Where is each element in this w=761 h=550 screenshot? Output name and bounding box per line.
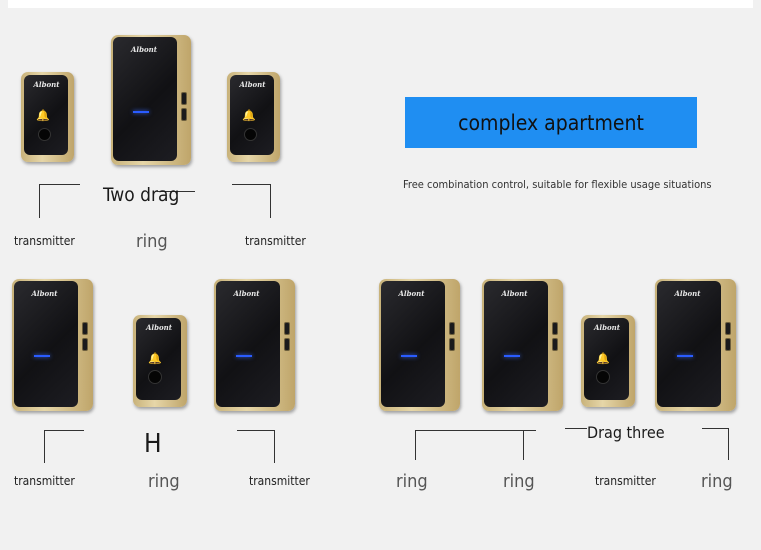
press-button: [244, 128, 257, 141]
receiver-device: Albont: [655, 279, 736, 411]
brand-logo: Albont: [594, 323, 620, 332]
receiver-device: Albont: [214, 279, 295, 411]
receiver-device: Albont: [111, 35, 191, 165]
brand-logo: Albont: [233, 289, 260, 298]
indicator-led: [677, 355, 693, 357]
bracket-line: [270, 184, 271, 218]
bell-icon: 🔔: [596, 352, 610, 365]
set-title: Drag three: [587, 423, 665, 442]
brand-logo: Albont: [674, 289, 701, 298]
indicator-led: [504, 355, 520, 357]
brand-logo: Albont: [239, 80, 266, 89]
bracket-line: [415, 430, 536, 431]
bracket-line: [44, 430, 84, 431]
bracket-line: [39, 184, 40, 218]
indicator-led: [236, 355, 252, 357]
side-buttons: [725, 322, 731, 354]
transmitter-device: Albont 🔔: [227, 72, 280, 162]
bell-icon: 🔔: [148, 352, 162, 365]
bracket-line: [158, 191, 195, 192]
banner-title: complex apartment: [458, 110, 644, 135]
transmitter-label: transmitter: [245, 234, 306, 248]
press-button: [38, 128, 51, 141]
banner-subtitle: Free combination control, suitable for f…: [403, 178, 712, 191]
brand-logo: Albont: [131, 45, 157, 54]
bell-icon: 🔔: [36, 109, 50, 122]
transmitter-label: transmitter: [595, 474, 656, 488]
bracket-line: [415, 430, 416, 460]
receiver-device: Albont: [482, 279, 563, 411]
bracket-line: [44, 430, 45, 463]
bracket-line: [728, 428, 729, 460]
brand-logo: Albont: [501, 289, 528, 298]
bell-icon: 🔔: [242, 109, 256, 122]
bracket-line: [523, 430, 524, 460]
bracket-line: [565, 428, 587, 429]
press-button: [596, 370, 610, 384]
transmitter-device: Albont 🔔: [581, 315, 635, 407]
transmitter-label: transmitter: [249, 474, 310, 488]
indicator-led: [133, 111, 149, 113]
bracket-line: [274, 430, 275, 463]
banner: complex apartment: [405, 97, 697, 148]
brand-logo: Albont: [31, 289, 58, 298]
transmitter-device: Albont 🔔: [21, 72, 74, 162]
bracket-line: [39, 184, 80, 185]
brand-logo: Albont: [398, 289, 425, 298]
transmitter-device: Albont 🔔: [133, 315, 187, 407]
side-buttons: [449, 322, 455, 354]
top-strip: [8, 0, 753, 8]
transmitter-label: transmitter: [14, 474, 75, 488]
transmitter-label: transmitter: [14, 234, 75, 248]
receiver-device: Albont: [379, 279, 460, 411]
ring-label: ring: [503, 471, 535, 492]
bracket-line: [702, 428, 729, 429]
receiver-device: Albont: [12, 279, 93, 411]
press-button: [148, 370, 162, 384]
side-buttons: [284, 322, 290, 354]
side-buttons: [181, 92, 187, 124]
indicator-led: [401, 355, 417, 357]
set-title: H: [144, 429, 162, 459]
set-title: Two drag: [103, 184, 180, 206]
side-buttons: [82, 322, 88, 354]
ring-label: ring: [701, 471, 733, 492]
ring-label: ring: [148, 471, 180, 492]
side-buttons: [552, 322, 558, 354]
bracket-line: [232, 184, 271, 185]
brand-logo: Albont: [146, 323, 172, 332]
indicator-led: [34, 355, 50, 357]
ring-label: ring: [136, 231, 168, 252]
ring-label: ring: [396, 471, 428, 492]
brand-logo: Albont: [33, 80, 60, 89]
bracket-line: [237, 430, 275, 431]
